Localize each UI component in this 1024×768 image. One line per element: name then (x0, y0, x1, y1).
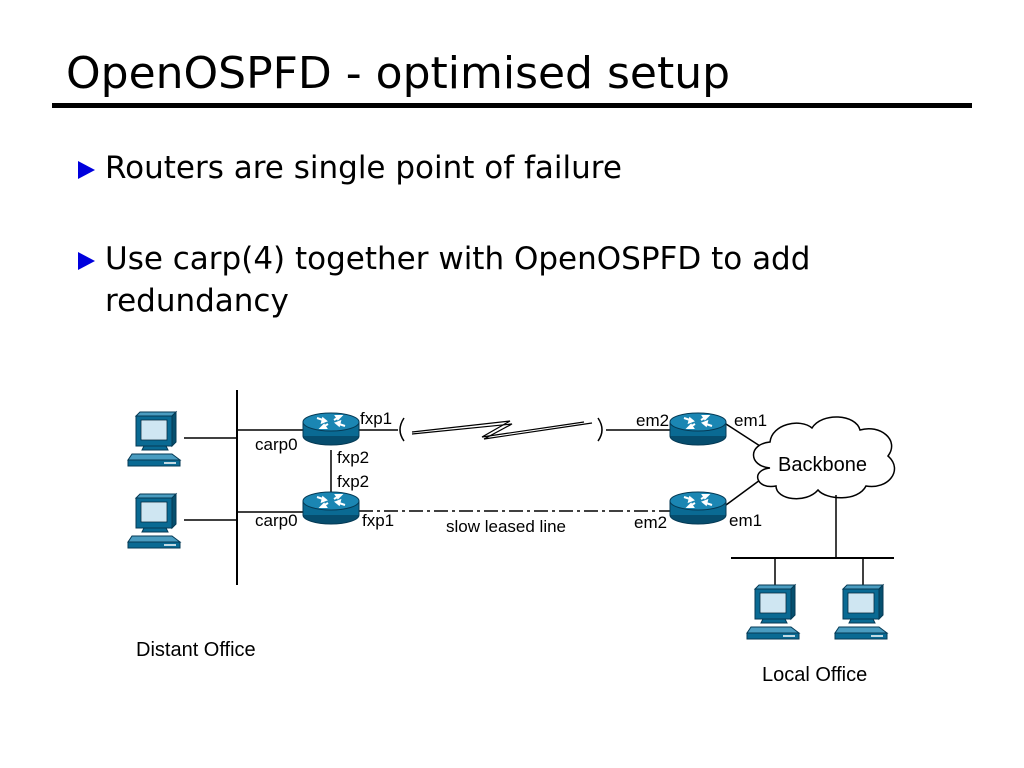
wan-lightning-link (411, 420, 585, 438)
distant-pc-2-icon (127, 493, 181, 549)
wan-connector-left (399, 417, 405, 442)
label-em1-top: em1 (734, 411, 767, 430)
label-fxp2-bottom: fxp2 (337, 472, 369, 491)
label-distant-office: Distant Office (136, 639, 256, 661)
em1-top-link (725, 423, 761, 447)
bullet-text: Routers are single point of failure (105, 150, 622, 186)
label-fxp1-bottom: fxp1 (362, 511, 394, 530)
distant-pc-1-icon (127, 411, 181, 467)
bullet-item: Routers are single point of failure (78, 147, 778, 189)
local-router-top-icon (669, 412, 727, 446)
label-carp0-bottom: carp0 (255, 511, 298, 530)
bullet-item: Use carp(4) together with OpenOSPFD to a… (78, 238, 928, 322)
label-em2-top: em2 (636, 411, 669, 430)
label-em1-bottom: em1 (729, 511, 762, 530)
bullet-arrow-icon (78, 252, 95, 270)
label-local-office: Local Office (762, 664, 867, 686)
distant-router-bottom-icon (302, 491, 360, 525)
local-pc-1-icon (746, 584, 800, 640)
em1-bottom-link (725, 479, 761, 506)
wan-connector-right (597, 417, 603, 442)
bullet-text-line2: redundancy (105, 283, 289, 319)
slide-title: OpenOSPFD - optimised setup (66, 48, 731, 99)
distant-router-top-icon (302, 412, 360, 446)
label-backbone: Backbone (778, 454, 867, 476)
wan-lightning-edge (411, 422, 593, 440)
label-fxp1-top: fxp1 (360, 409, 392, 428)
local-pc-2-icon (834, 584, 888, 640)
backbone-cloud-icon (752, 416, 896, 500)
local-router-bottom-icon (669, 491, 727, 525)
label-fxp2-top: fxp2 (337, 448, 369, 467)
bullet-arrow-icon (78, 161, 95, 179)
bullet-text: Use carp(4) together with OpenOSPFD to a… (105, 238, 810, 322)
label-slow-leased-line: slow leased line (446, 517, 566, 536)
title-underline (52, 103, 972, 108)
bullet-text-line1: Use carp(4) together with OpenOSPFD to a… (105, 241, 811, 277)
label-carp0-top: carp0 (255, 435, 298, 454)
label-em2-bottom: em2 (634, 513, 667, 532)
